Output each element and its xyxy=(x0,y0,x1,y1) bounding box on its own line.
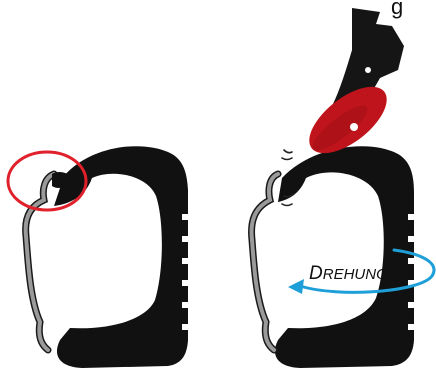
tool-arm xyxy=(332,8,404,110)
motion-marks xyxy=(281,149,295,207)
tool-pivot xyxy=(365,67,371,73)
tool-disc-hub xyxy=(350,123,358,131)
rotation-arrow-icon xyxy=(288,248,436,294)
right-tire-tread xyxy=(408,214,417,330)
highlight-circle xyxy=(6,150,88,212)
left-tire-illustration xyxy=(6,146,191,368)
right-rim xyxy=(249,172,280,352)
rotation-arrowhead xyxy=(288,279,304,294)
right-tire-illustration: DREHUNG xyxy=(248,8,436,368)
right-tire-body xyxy=(274,146,414,368)
tool-disc xyxy=(309,86,387,154)
header-partial-text: g xyxy=(391,0,403,19)
left-tire-body xyxy=(54,146,188,368)
bead-breaker-tool-icon xyxy=(309,8,404,154)
tool-disc-shade xyxy=(312,105,368,151)
left-bead-hook xyxy=(52,172,72,188)
rotation-label: DREHUNG xyxy=(309,263,388,284)
rotation-arc xyxy=(298,248,436,294)
left-rim xyxy=(23,172,56,352)
left-tire-tread xyxy=(182,214,191,330)
